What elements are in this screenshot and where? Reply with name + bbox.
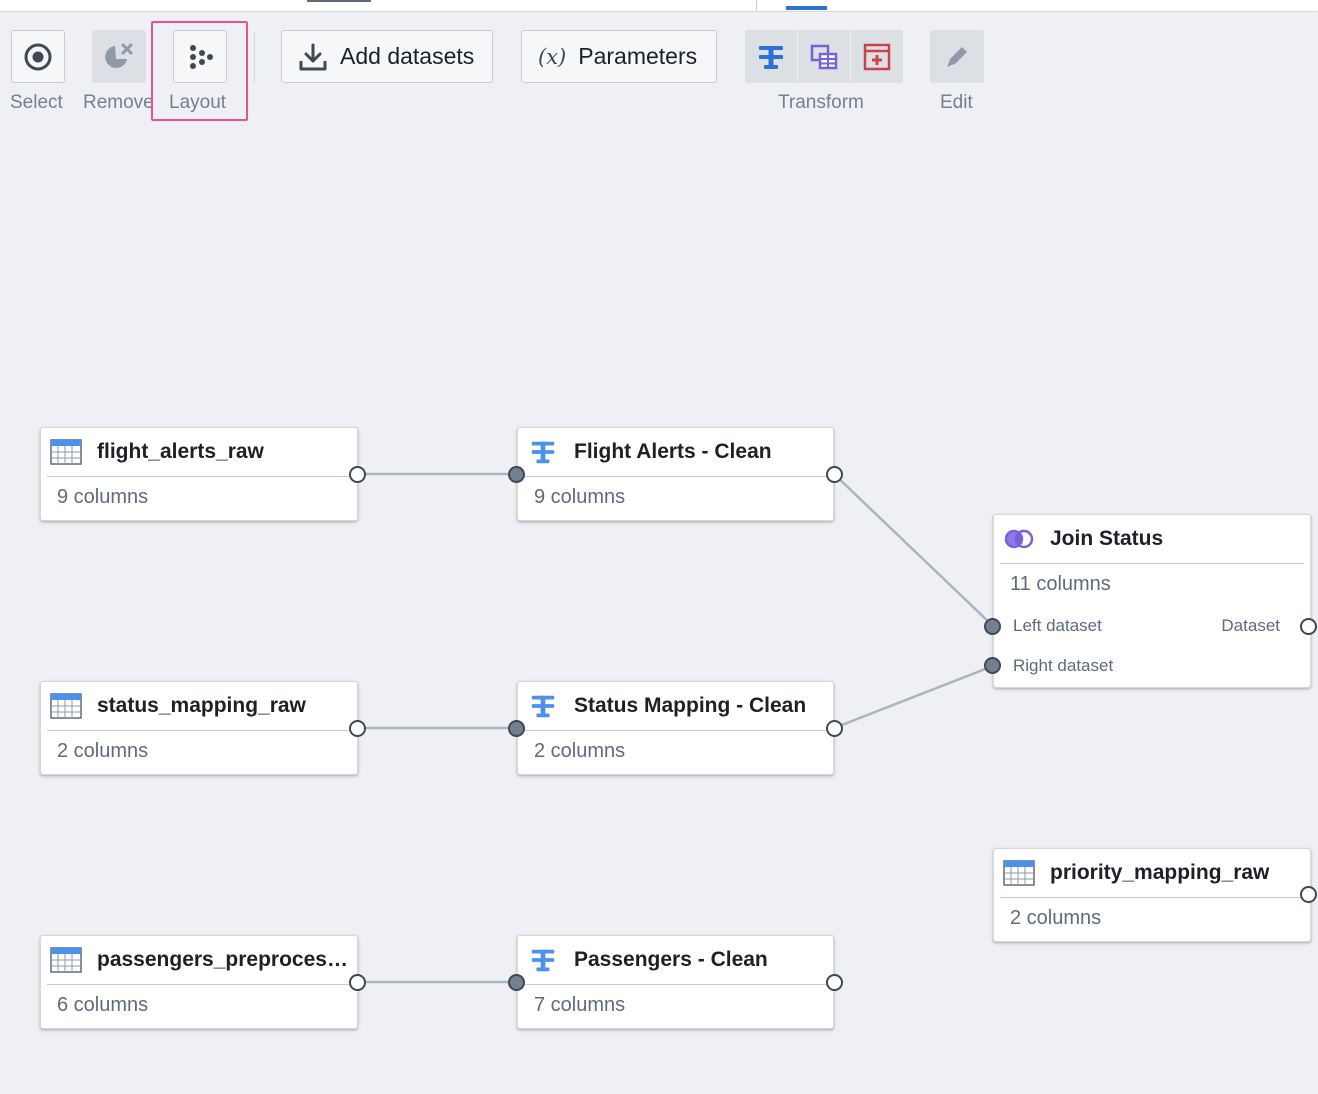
select-button[interactable]	[11, 30, 65, 83]
node-column-count: 6 columns	[57, 994, 149, 1016]
node-title: passengers_preprocessed	[97, 948, 351, 971]
node-title: Join Status	[1050, 527, 1164, 550]
node-divider	[1000, 563, 1304, 564]
edit-label: Edit	[940, 92, 973, 113]
node-column-count: 2 columns	[57, 740, 149, 762]
join-icon	[1002, 528, 1036, 550]
transform-icon	[526, 438, 560, 466]
top-tab-strip	[0, 0, 1318, 12]
node-column-count: 2 columns	[1010, 907, 1102, 929]
transform-clean-button[interactable]	[745, 30, 797, 83]
transform-icon	[526, 692, 560, 720]
table-icon	[49, 439, 83, 465]
node-title: Flight Alerts - Clean	[574, 440, 772, 463]
layout-icon	[190, 44, 213, 69]
parameters-icon: (x)	[538, 44, 567, 69]
right-dataset-label: Right dataset	[1013, 656, 1114, 675]
left-input-port[interactable]	[984, 618, 1001, 635]
node-status-mapping-raw[interactable]: status_mapping_raw 2 columns	[40, 681, 358, 775]
node-title: Passengers - Clean	[574, 948, 768, 971]
output-port[interactable]	[1300, 886, 1317, 903]
edge	[833, 473, 994, 627]
node-title: Status Mapping - Clean	[574, 694, 807, 717]
edge	[833, 664, 994, 730]
add-datasets-label: Add datasets	[340, 43, 475, 69]
add-column-icon	[863, 43, 891, 70]
remove-button[interactable]	[92, 30, 146, 83]
node-flight-alerts-raw[interactable]: flight_alerts_raw 9 columns	[40, 427, 358, 521]
output-port[interactable]	[349, 466, 366, 483]
download-icon	[299, 43, 327, 70]
node-flight-alerts-clean[interactable]: Flight Alerts - Clean 9 columns	[517, 427, 834, 521]
table-icon	[49, 693, 83, 719]
remove-icon	[105, 43, 133, 68]
transform-icon	[759, 45, 783, 69]
node-divider	[524, 476, 827, 477]
output-port[interactable]	[349, 720, 366, 737]
transform-label: Transform	[778, 92, 864, 113]
node-divider	[1000, 897, 1304, 898]
node-column-count: 7 columns	[534, 994, 626, 1016]
node-column-count: 9 columns	[57, 486, 149, 508]
node-title: status_mapping_raw	[97, 694, 306, 717]
parameters-button[interactable]: (x) Parameters	[521, 30, 717, 83]
table-icon	[1002, 860, 1036, 886]
node-title: flight_alerts_raw	[97, 440, 264, 463]
left-dataset-label: Left dataset	[1013, 616, 1102, 635]
add-datasets-button[interactable]: Add datasets	[281, 30, 493, 83]
node-priority-mapping-raw[interactable]: priority_mapping_raw 2 columns	[993, 848, 1311, 942]
output-dataset-label: Dataset	[1221, 616, 1280, 635]
output-port[interactable]	[1300, 618, 1317, 635]
toolbar-separator	[254, 32, 255, 82]
node-divider	[47, 730, 351, 731]
layout-highlight-box	[151, 21, 248, 121]
remove-label: Remove	[83, 92, 153, 113]
transform-icon	[526, 946, 560, 974]
select-label: Select	[10, 92, 63, 113]
join-tables-icon	[810, 44, 838, 69]
transform-add-button[interactable]	[851, 30, 903, 83]
tab-divider	[756, 0, 757, 11]
node-status-mapping-clean[interactable]: Status Mapping - Clean 2 columns	[517, 681, 834, 775]
node-column-count: 9 columns	[534, 486, 626, 508]
select-icon	[24, 43, 52, 70]
node-join-status[interactable]: Join Status 11 columns Left dataset Righ…	[993, 514, 1311, 688]
output-port[interactable]	[349, 974, 366, 991]
node-passengers-clean[interactable]: Passengers - Clean 7 columns	[517, 935, 834, 1029]
node-divider	[47, 476, 351, 477]
node-title: priority_mapping_raw	[1050, 861, 1270, 884]
edit-button[interactable]	[930, 30, 984, 83]
transform-join-button[interactable]	[798, 30, 850, 83]
output-port[interactable]	[826, 466, 843, 483]
output-port[interactable]	[826, 974, 843, 991]
node-column-count: 2 columns	[534, 740, 626, 762]
node-passengers-preprocessed[interactable]: passengers_preprocessed 6 columns	[40, 935, 358, 1029]
node-divider	[524, 730, 827, 731]
input-port[interactable]	[508, 974, 525, 991]
tab-indicator	[307, 0, 371, 2]
layout-label: Layout	[169, 92, 227, 113]
pencil-icon	[947, 46, 967, 67]
parameters-label: Parameters	[578, 43, 698, 69]
layout-button[interactable]	[173, 30, 227, 83]
table-icon	[49, 947, 83, 973]
output-port[interactable]	[826, 720, 843, 737]
node-divider	[524, 984, 827, 985]
active-tab-indicator[interactable]	[786, 6, 827, 10]
right-input-port[interactable]	[984, 657, 1001, 674]
input-port[interactable]	[508, 720, 525, 737]
input-port[interactable]	[508, 466, 525, 483]
node-divider	[47, 984, 351, 985]
node-column-count: 11 columns	[1010, 573, 1111, 595]
